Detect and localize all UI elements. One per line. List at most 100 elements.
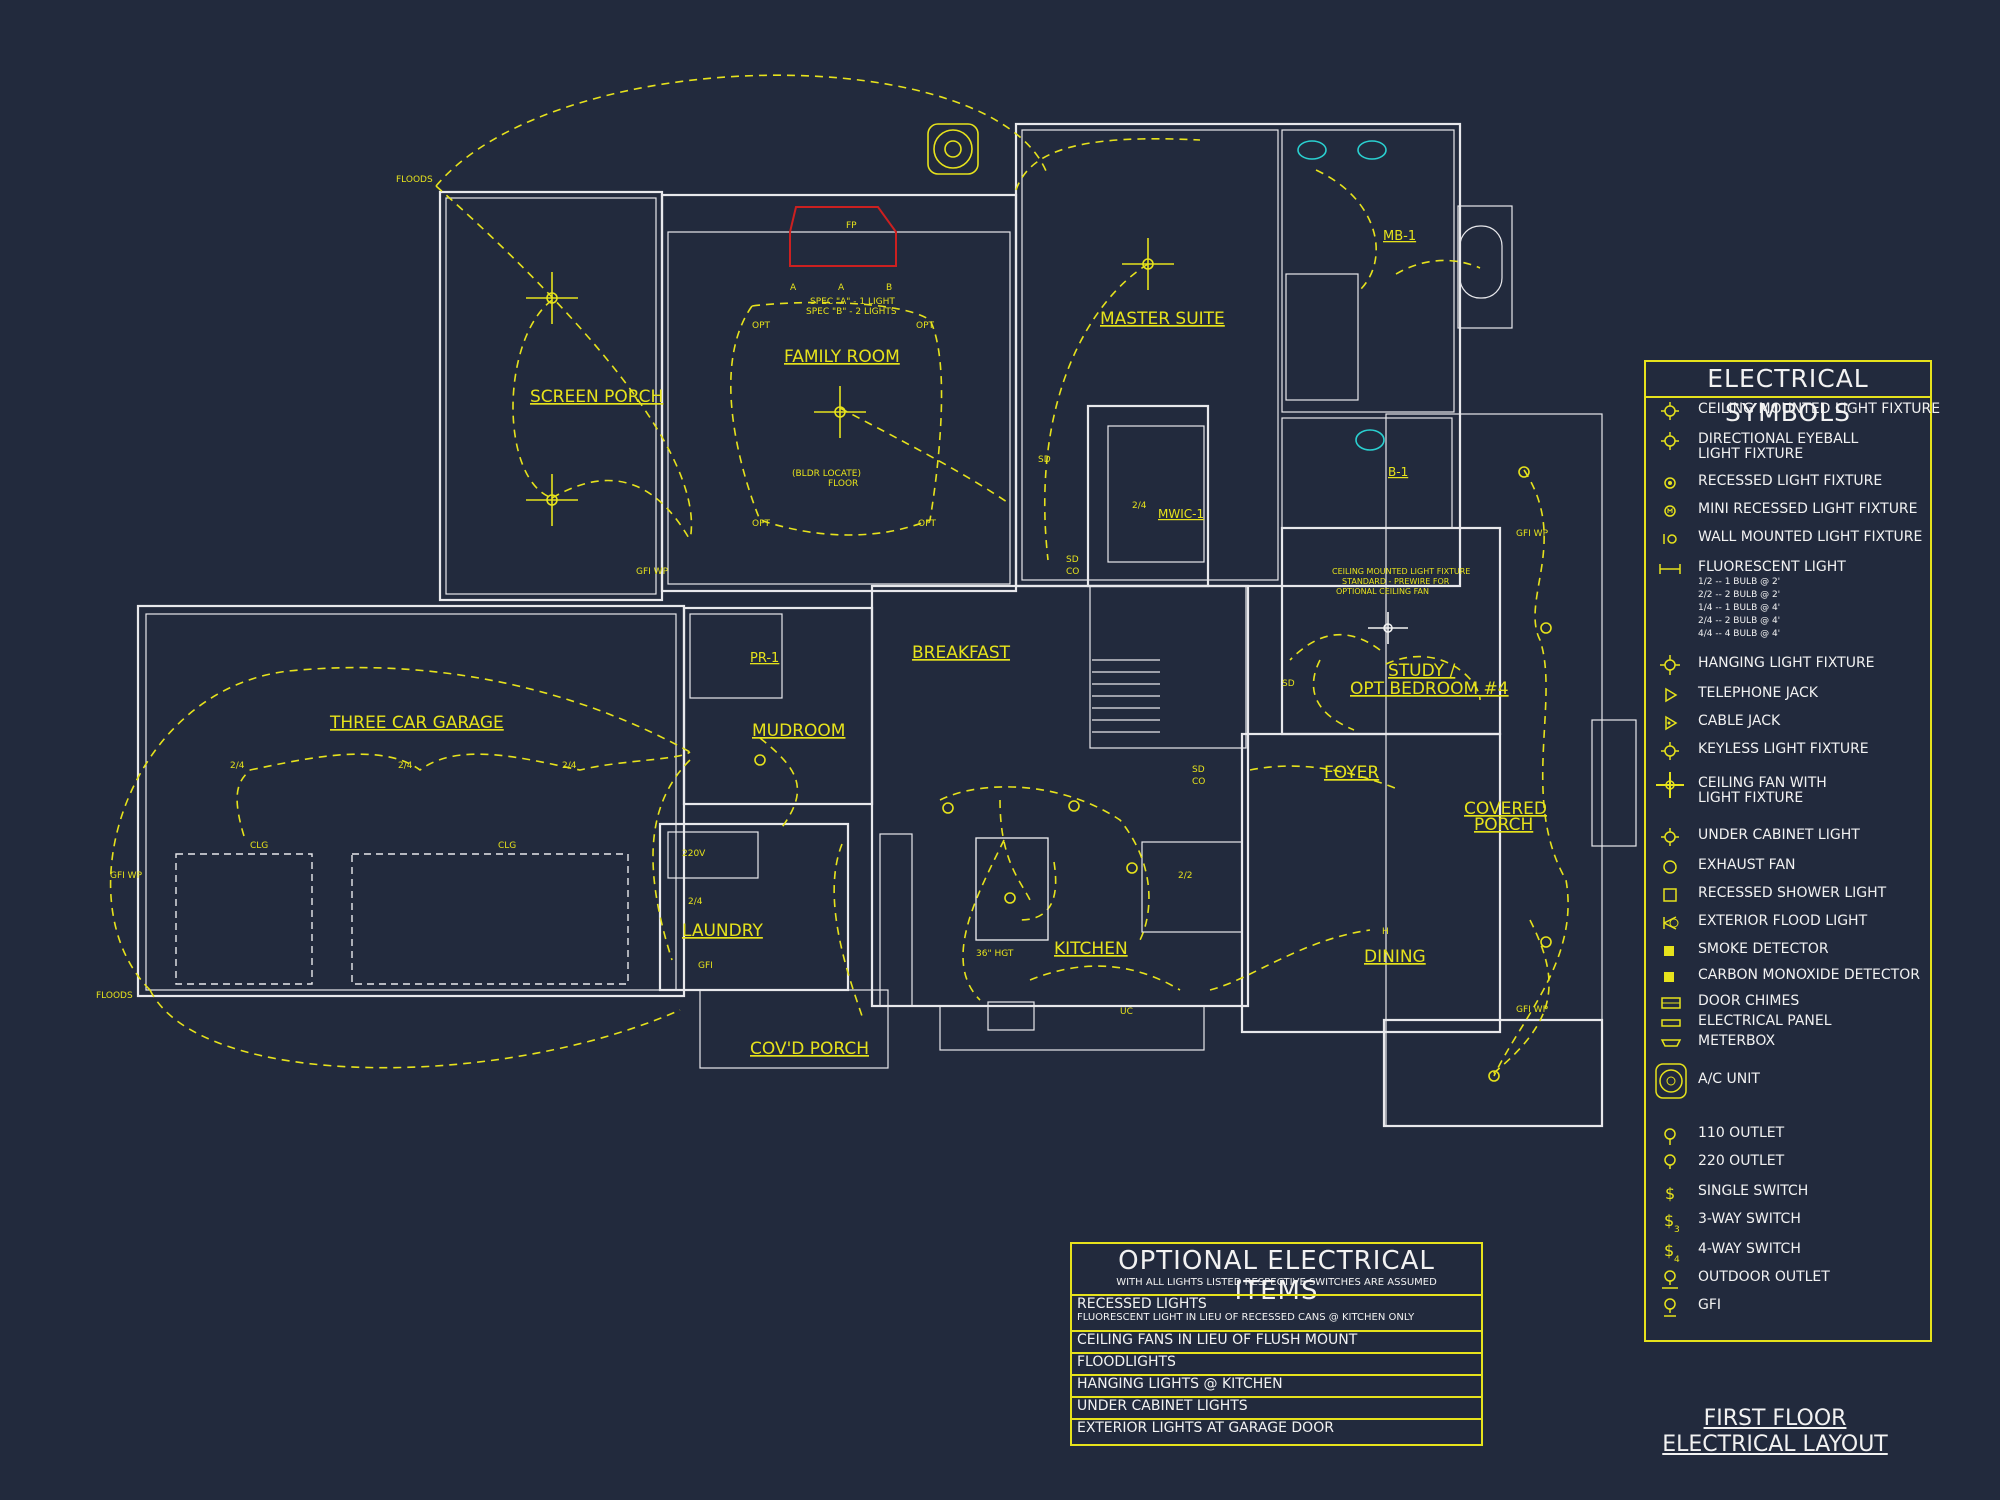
note-clg-2: CLG <box>498 841 516 851</box>
note-uc: UC <box>1120 1007 1133 1017</box>
legend-item-electrical-panel: ELECTRICAL PANEL <box>1646 1010 1930 1036</box>
shower-light-icon <box>1654 882 1686 908</box>
legend-label: 220 OUTLET <box>1698 1153 1785 1169</box>
svg-text:3: 3 <box>1674 1225 1680 1235</box>
legend-title: ELECTRICAL SYMBOLS <box>1646 362 1930 427</box>
legend-item-recessed-light: RECESSED LIGHT FIXTURE <box>1646 470 1930 496</box>
outdoor-outlet-icon <box>1654 1266 1686 1292</box>
label-study-2: OPT BEDROOM #4 <box>1350 679 1509 699</box>
meterbox-icon <box>1654 1030 1686 1056</box>
label-breakfast: BREAKFAST <box>912 643 1011 663</box>
exhaust-fan-icon <box>1654 854 1686 880</box>
svg-text:$: $ <box>1664 1241 1674 1260</box>
door-chimes-icon <box>1654 990 1686 1016</box>
optional-item-row: FLOODLIGHTS <box>1072 1352 1481 1374</box>
legend-item-mini-recessed-light: MINI RECESSED LIGHT FIXTURE <box>1646 498 1930 524</box>
optional-subtitle: WITH ALL LIGHTS LISTED RESPECTIVE SWITCH… <box>1116 1277 1437 1288</box>
label-mb1: MB-1 <box>1383 229 1416 244</box>
ac-unit-icon <box>927 123 979 175</box>
recessed-light-icon <box>1654 470 1686 496</box>
note-hgt: 36" HGT <box>976 949 1014 959</box>
note-sd-4: SD <box>1282 679 1295 689</box>
note-ceiling-3: OPTIONAL CEILING FAN <box>1336 587 1429 596</box>
legend-item-under-cabinet-light: UNDER CABINET LIGHT <box>1646 824 1930 850</box>
legend-label: MINI RECESSED LIGHT FIXTURE <box>1698 501 1918 517</box>
legend-label: CEILING MOUNTED LIGHT FIXTURE <box>1698 401 1941 417</box>
fluorescent-note: 2/2 -- 2 BULB @ 2' <box>1698 590 1781 600</box>
ac-unit-icon <box>1654 1063 1687 1099</box>
legend-label: CABLE JACK <box>1698 713 1781 729</box>
sheet-title: FIRST FLOOR ELECTRICAL LAYOUT <box>1660 1406 1890 1458</box>
keyless-light-icon <box>1654 738 1686 764</box>
legend-item-flood-light: EXTERIOR FLOOD LIGHT <box>1646 910 1930 936</box>
electrical-panel-icon <box>1654 1010 1686 1036</box>
fluorescent-note: 4/4 -- 4 BULB @ 4' <box>1698 629 1781 639</box>
note-ceiling-2: STANDARD - PREWIRE FOR <box>1342 577 1450 586</box>
legend-label: OUTDOOR OUTLET <box>1698 1269 1830 1285</box>
note-a-1: A <box>790 283 797 293</box>
single-switch-icon: $ <box>1654 1180 1686 1206</box>
note-gfi: GFI <box>698 961 713 971</box>
optional-item-label: FLOODLIGHTS <box>1077 1354 1176 1370</box>
optional-item-label: HANGING LIGHTS @ KITCHEN <box>1077 1376 1283 1392</box>
label-covered-porch-2: PORCH <box>1474 815 1533 835</box>
legend-label: 110 OUTLET <box>1698 1125 1785 1141</box>
label-covered-porch-1: COVERED <box>1464 799 1547 819</box>
label-pr1: PR-1 <box>750 651 779 666</box>
legend-label: 4-WAY SWITCH <box>1698 1241 1801 1257</box>
legend-item-three-way-switch: $3 3-WAY SWITCH <box>1646 1208 1930 1235</box>
svg-text:$: $ <box>1664 1211 1674 1230</box>
telephone-jack-icon <box>1654 682 1686 708</box>
legend-label: UNDER CABINET LIGHT <box>1698 827 1860 843</box>
legend-item-meterbox: METERBOX <box>1646 1030 1930 1056</box>
legend-label: DOOR CHIMES <box>1698 993 1800 1009</box>
plan-notes: FLOODS FLOODS FP SPEC "A" - 1 LIGHT SPEC… <box>96 175 1549 1017</box>
legend-item-gfi-outlet: GFI <box>1646 1294 1930 1320</box>
optional-item-label: EXTERIOR LIGHTS AT GARAGE DOOR <box>1077 1420 1334 1436</box>
legend-label: 3-WAY SWITCH <box>1698 1211 1801 1227</box>
outlet-110-icon <box>1654 1122 1686 1148</box>
hanging-light-icon <box>1654 652 1686 678</box>
note-sd-1: SD <box>1066 555 1079 565</box>
ceiling-light-icon <box>1654 398 1686 424</box>
legend-item-keyless-light: KEYLESS LIGHT FIXTURE <box>1646 738 1930 764</box>
legend-item-ac-unit: A/C UNIT <box>1646 1063 1930 1099</box>
fireplace <box>789 206 897 267</box>
note-opt-2: OPT <box>916 321 935 331</box>
legend-item-cable-jack: CABLE JACK <box>1646 710 1930 736</box>
label-study-1: STUDY / <box>1388 661 1456 681</box>
legend-label: METERBOX <box>1698 1033 1776 1049</box>
note-floods-top: FLOODS <box>396 175 433 185</box>
ceiling-fan-screen-porch-1 <box>526 272 578 324</box>
ceiling-fan-screen-porch-2 <box>526 474 578 526</box>
mini-recessed-light-icon <box>1654 498 1686 524</box>
label-family-room: FAMILY ROOM <box>784 347 900 367</box>
ceiling-fan-icon <box>1654 772 1686 798</box>
note-floor: FLOOR <box>828 479 858 489</box>
legend-label: EXHAUST FAN <box>1698 857 1796 873</box>
legend-item-exhaust-fan: EXHAUST FAN <box>1646 854 1930 880</box>
legend-label: CARBON MONOXIDE DETECTOR <box>1698 967 1920 983</box>
note-ceiling-1: CEILING MOUNTED LIGHT FIXTURE <box>1332 567 1470 576</box>
legend-label: RECESSED SHOWER LIGHT <box>1698 885 1887 901</box>
legend-item-wall-light: WALL MOUNTED LIGHT FIXTURE <box>1646 526 1930 552</box>
note-spec-a: SPEC "A" - 1 LIGHT <box>810 297 895 307</box>
gfi-outlet-icon <box>1654 1294 1686 1320</box>
bath-sinks <box>1297 140 1387 451</box>
legend-item-outdoor-outlet: OUTDOOR OUTLET <box>1646 1266 1930 1292</box>
legend-label: ELECTRICAL PANEL <box>1698 1013 1832 1029</box>
wiring-runs <box>109 74 1569 1077</box>
ceiling-fan-master-suite <box>1122 238 1174 290</box>
legend-item-hanging-light: HANGING LIGHT FIXTURE <box>1646 652 1930 678</box>
note-b: B <box>886 283 892 293</box>
note-22: 2/2 <box>1178 871 1192 881</box>
note-clg-1: CLG <box>250 841 268 851</box>
legend-label: A/C UNIT <box>1698 1071 1760 1087</box>
note-gfi-wp-1: GFI WP <box>636 567 669 577</box>
legend-item-co-detector: CARBON MONOXIDE DETECTOR <box>1646 964 1930 990</box>
legend-label: GFI <box>1698 1297 1722 1313</box>
note-floods-bottom: FLOODS <box>96 991 133 1001</box>
wall-light-icon <box>1654 526 1686 552</box>
legend-label: FLUORESCENT LIGHT <box>1698 559 1846 575</box>
